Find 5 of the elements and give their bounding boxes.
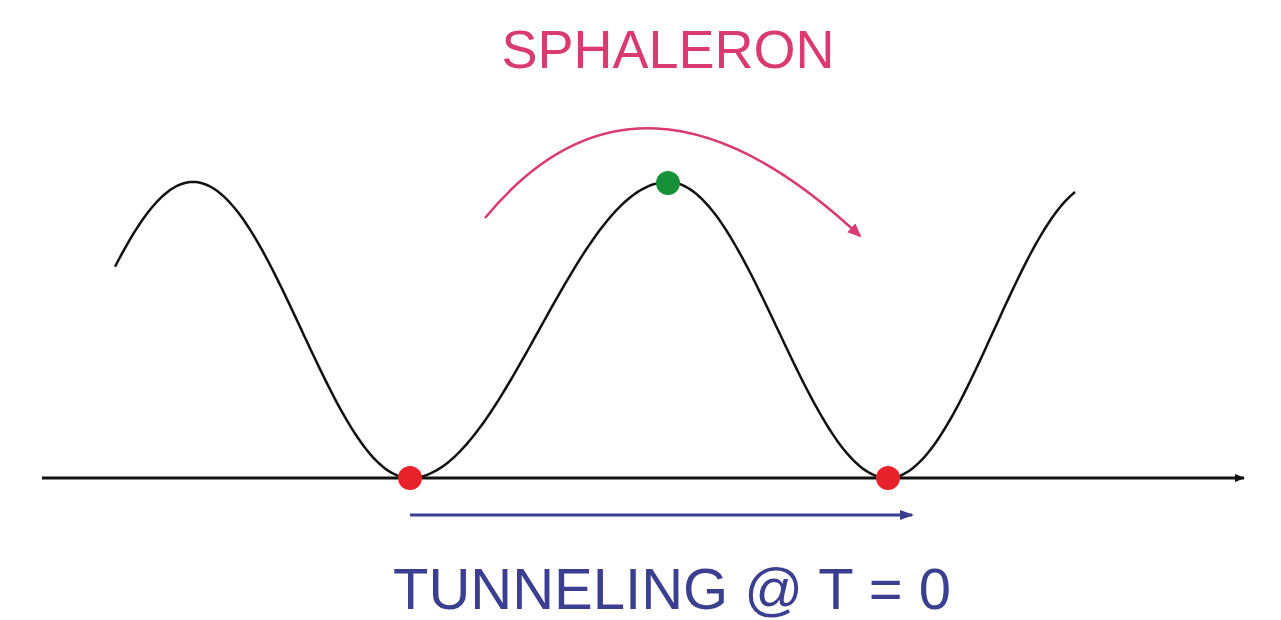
dot-marker bbox=[876, 466, 900, 490]
dot-marker bbox=[398, 466, 422, 490]
sphaleron-label: SPHALERON bbox=[501, 22, 835, 76]
dot-marker bbox=[656, 171, 680, 195]
tunneling-label: TUNNELING @ T = 0 bbox=[393, 560, 951, 618]
